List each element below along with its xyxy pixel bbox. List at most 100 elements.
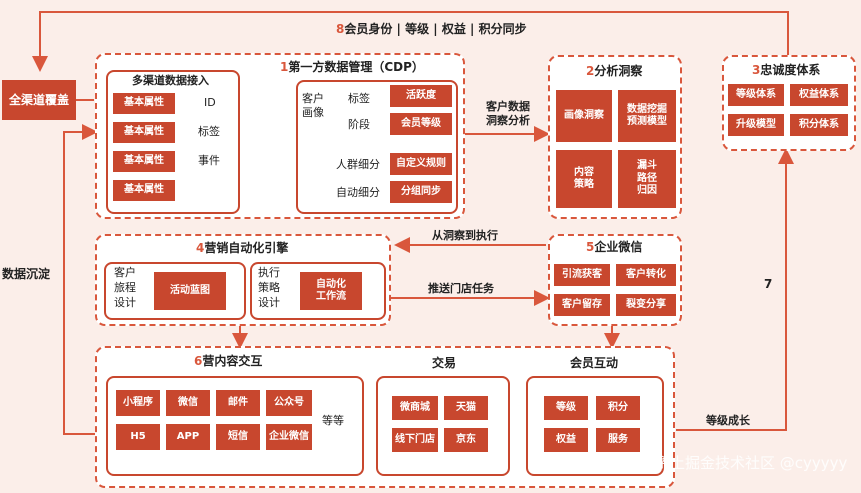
- wecom-tag: 客户留存: [554, 294, 610, 316]
- marketing-title-text: 营销自动化引擎: [204, 241, 289, 255]
- wecom-tag: 客户转化: [616, 264, 676, 286]
- analysis-tag-portrait: 画像洞察: [556, 90, 612, 142]
- interaction-title-text: 营内容交互: [202, 354, 263, 368]
- etc-label: 等等: [322, 414, 344, 427]
- loyalty-title: 3忠诚度体系: [752, 63, 820, 79]
- loop-8-text: 会员身份 | 等级 | 权益 | 积分同步: [344, 22, 527, 36]
- marketing-title: 4营销自动化引擎: [196, 241, 288, 257]
- analysis-title-text: 分析洞察: [594, 64, 643, 78]
- growth-label: 等级成长: [706, 414, 750, 427]
- data-type-tag: 标签: [198, 125, 220, 138]
- member-tag: 权益: [544, 428, 588, 452]
- channel-tag: 公众号: [266, 390, 312, 416]
- tag-text: 数据挖掘: [627, 103, 667, 115]
- attr-tag: 基本属性: [113, 180, 175, 201]
- channel-tag: APP: [166, 424, 210, 450]
- interaction-title: 6营内容交互: [194, 354, 262, 370]
- tag-text: 工作流: [316, 291, 346, 302]
- step-number: 5: [586, 240, 595, 254]
- step-seven: 7: [764, 277, 773, 291]
- cdp-row-label: 人群细分: [336, 158, 380, 171]
- growth-arrow: [676, 148, 794, 431]
- loyalty-title-text: 忠诚度体系: [760, 63, 821, 77]
- step-number: 1: [280, 60, 289, 74]
- tag-text: 自动化: [316, 278, 346, 290]
- member-tag: 等级: [544, 396, 588, 420]
- tag-text: 策略: [574, 179, 594, 190]
- loyalty-tag: 升级模型: [728, 114, 784, 136]
- tag-text: 路径: [637, 172, 657, 184]
- journey-label: 客户: [114, 266, 136, 279]
- trade-tag: 天猫: [444, 396, 488, 420]
- cdp-title: 1第一方数据管理（CDP）: [280, 60, 424, 76]
- member-box: [526, 376, 664, 476]
- member-tag: 积分: [596, 396, 640, 420]
- portrait-label-2: 画像: [302, 106, 324, 119]
- data-type-event: 事件: [198, 154, 220, 167]
- channel-tag: 企业微信: [266, 424, 312, 450]
- channel-tag: 小程序: [116, 390, 160, 416]
- wecom-title-text: 企业微信: [594, 240, 643, 254]
- tag-text: 内容: [574, 166, 594, 178]
- cdp-row-tag: 自定义规则: [390, 153, 452, 175]
- cdp-row-label: 自动细分: [336, 186, 380, 199]
- wecom-tag: 裂变分享: [616, 294, 676, 316]
- strategy-tag: 自动化工作流: [300, 272, 362, 310]
- tag-text: 画像洞察: [564, 109, 604, 121]
- cdp-title-text: 第一方数据管理（CDP）: [288, 60, 424, 74]
- attr-tag: 基本属性: [113, 93, 175, 114]
- wecom-title: 5企业微信: [586, 240, 642, 256]
- sediment-arrow: [63, 124, 98, 435]
- loyalty-tag: 等级体系: [728, 84, 784, 106]
- data-type-id: ID: [204, 96, 216, 109]
- cdp-row-label: 标签: [348, 92, 370, 105]
- tag-text: 预测模型: [627, 116, 667, 127]
- cdp-row-tag: 会员等级: [390, 113, 452, 135]
- cdp-row-label: 阶段: [348, 118, 370, 131]
- push-label: 推送门店任务: [428, 282, 494, 295]
- loyalty-tag: 积分体系: [790, 114, 848, 136]
- attr-tag: 基本属性: [113, 151, 175, 172]
- step-number: 8: [336, 22, 345, 36]
- attr-tag: 基本属性: [113, 122, 175, 143]
- channel-tag: 邮件: [216, 390, 260, 416]
- analysis-title: 2分析洞察: [586, 64, 642, 80]
- analysis-tag-funnel: 漏斗路径归因: [618, 150, 676, 208]
- cdp-row-tag: 活跃度: [390, 85, 452, 107]
- exec-label: 从洞察到执行: [432, 229, 498, 242]
- analysis-tag-mining: 数据挖掘预测模型: [618, 90, 676, 142]
- wecom-tag: 引流获客: [554, 264, 610, 286]
- loop-8-arrow: [32, 11, 789, 72]
- trade-tag: 微商城: [392, 396, 438, 420]
- strategy-label: 执行: [258, 266, 280, 279]
- watermark: @稀土掘金技术社区 @cyyyyy: [640, 454, 848, 472]
- trade-tag: 京东: [444, 428, 488, 452]
- analysis-tag-content: 内容策略: [556, 150, 612, 208]
- cdp-row-tag: 分组同步: [390, 181, 452, 203]
- channel-tag: H5: [116, 424, 160, 450]
- insight-label-2: 洞察分析: [486, 114, 530, 127]
- loyalty-tag: 权益体系: [790, 84, 848, 106]
- step-number: 4: [196, 241, 205, 255]
- coverage-box: 全渠道覆盖: [2, 80, 76, 120]
- strategy-label: 设计: [258, 296, 280, 309]
- journey-tag: 活动蓝图: [154, 272, 226, 310]
- journey-label: 旅程: [114, 281, 136, 294]
- member-title: 会员互动: [570, 356, 619, 370]
- loop-8-label: 8会员身份 | 等级 | 权益 | 积分同步: [336, 22, 527, 38]
- step-number: 3: [752, 63, 761, 77]
- sediment-label: 数据沉淀: [2, 267, 51, 281]
- step-number: 2: [586, 64, 595, 78]
- channel-tag: 微信: [166, 390, 210, 416]
- tag-text: 归因: [637, 185, 657, 197]
- trade-title: 交易: [432, 356, 457, 370]
- step-number: 6: [194, 354, 203, 368]
- member-tag: 服务: [596, 428, 640, 452]
- trade-box: [376, 376, 510, 476]
- journey-label: 设计: [114, 296, 136, 309]
- multi-channel-title: 多渠道数据接入: [132, 74, 209, 87]
- trade-tag: 线下门店: [392, 428, 438, 452]
- tag-text: 漏斗: [637, 160, 657, 172]
- portrait-label-1: 客户: [302, 92, 324, 105]
- channel-tag: 短信: [216, 424, 260, 450]
